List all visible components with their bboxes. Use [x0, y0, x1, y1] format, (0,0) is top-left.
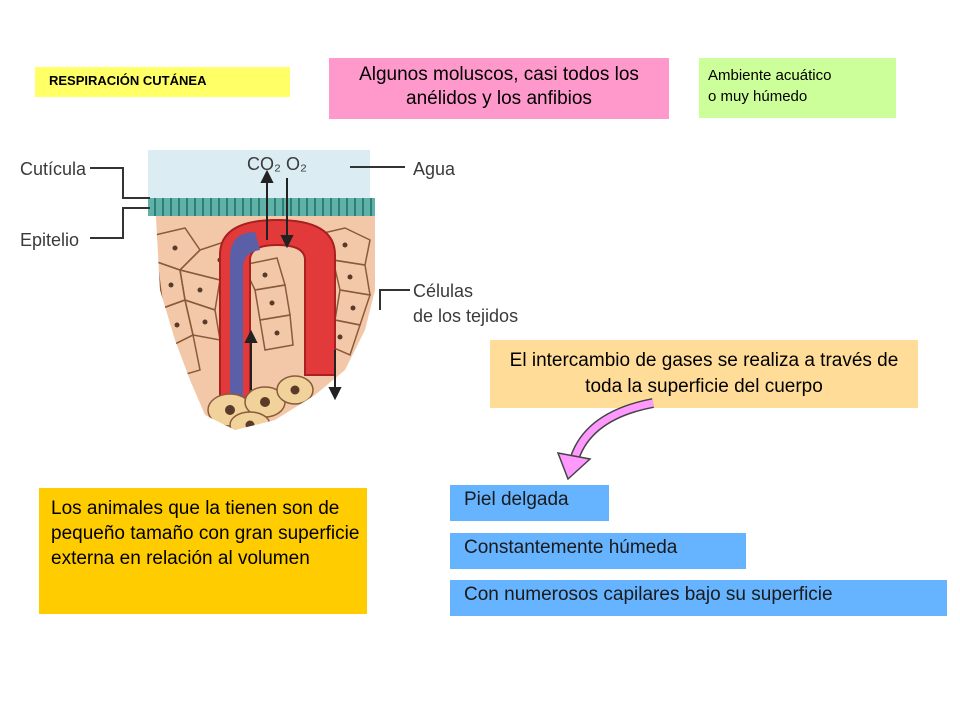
label-celulas-2: de los tejidos	[413, 306, 518, 326]
skin-respiration-diagram: Cutícula Epitelio Agua Células de los te…	[20, 150, 518, 430]
label-epitelio: Epitelio	[20, 230, 79, 250]
cells-pointer	[379, 289, 410, 310]
label-cuticula: Cutícula	[20, 159, 87, 179]
capillary	[219, 218, 336, 401]
deoxygenated-blood	[230, 232, 260, 405]
feature-moist: Constantemente húmeda	[450, 533, 746, 569]
environment-line-2: o muy húmedo	[708, 88, 808, 105]
curved-arrow-icon	[556, 398, 654, 481]
label-gases: CO₂ O₂	[247, 154, 307, 174]
epithelium-pointer	[90, 207, 150, 239]
water-layer	[148, 150, 370, 198]
environment-line-1: Ambiente acuático	[708, 67, 832, 84]
label-celulas-1: Células	[413, 281, 473, 301]
feature-capillaries: Con numerosos capilares bajo su superfic…	[450, 580, 947, 616]
animals-box: Los animales que la tienen son de pequeñ…	[39, 488, 367, 614]
organism-groups-box: Algunos moluscos, casi todos los anélido…	[329, 58, 669, 119]
tissue-cells	[155, 216, 375, 430]
feature-thin-skin: Piel delgada	[450, 485, 609, 521]
label-agua: Agua	[413, 159, 456, 179]
cuticle-layer	[148, 198, 375, 216]
cuticle-pointer	[90, 167, 150, 199]
page-title: RESPIRACIÓN CUTÁNEA	[35, 67, 290, 97]
environment-box: Ambiente acuático o muy húmedo	[699, 58, 896, 118]
gas-exchange-box: El intercambio de gases se realiza a tra…	[490, 340, 918, 408]
